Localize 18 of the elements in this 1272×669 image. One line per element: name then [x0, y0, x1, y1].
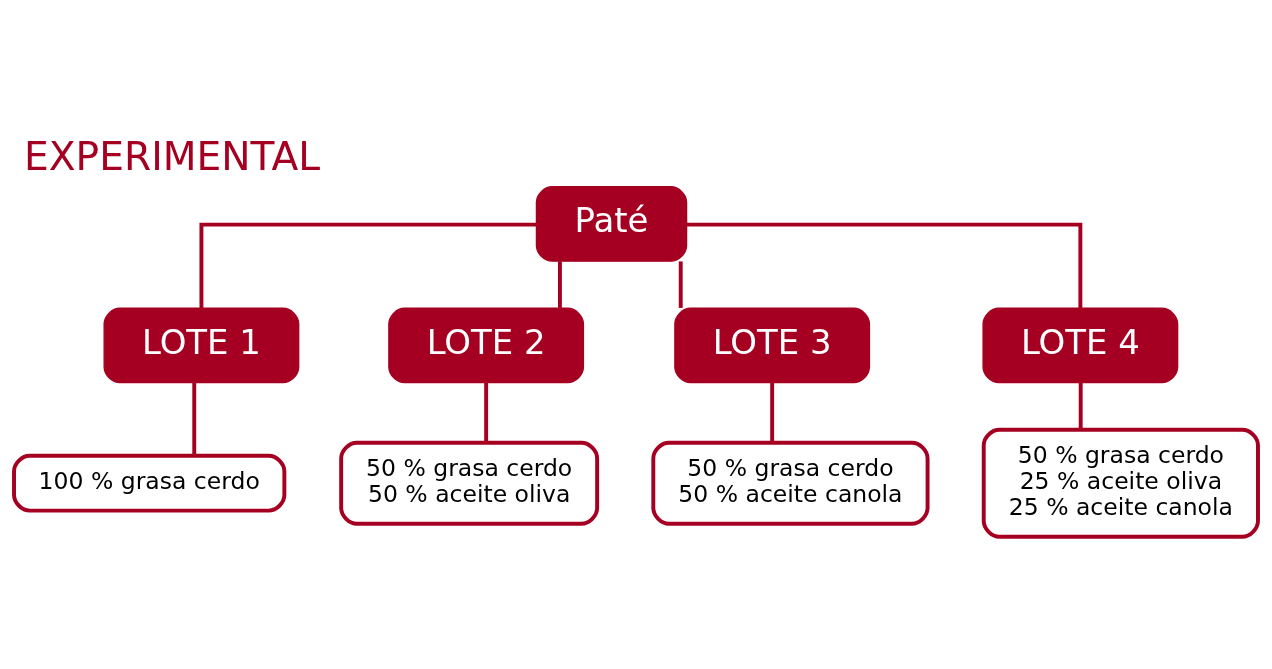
connector — [1078, 382, 1083, 429]
node-box: Paté — [535, 185, 688, 262]
node-box: 100 % grasa cerdo — [12, 453, 287, 513]
connector — [199, 222, 537, 308]
node-box: 50 % grasa cerdo 50 % aceite oliva — [339, 440, 600, 526]
node-box: LOTE 1 — [103, 307, 300, 383]
connector — [770, 382, 775, 442]
node-box: LOTE 4 — [982, 307, 1179, 383]
node-box: 50 % grasa cerdo 25 % aceite oliva 25 % aceite canola — [981, 427, 1260, 539]
node-box: LOTE 3 — [674, 307, 871, 383]
connector — [678, 260, 683, 308]
node-box: LOTE 2 — [388, 307, 585, 383]
diagram-title: EXPERIMENTAL — [24, 133, 321, 179]
connector — [686, 222, 1083, 308]
node-box: 50 % grasa cerdo 50 % aceite canola — [651, 440, 930, 526]
connector — [192, 382, 197, 456]
connector — [557, 260, 562, 308]
connector — [484, 382, 489, 442]
